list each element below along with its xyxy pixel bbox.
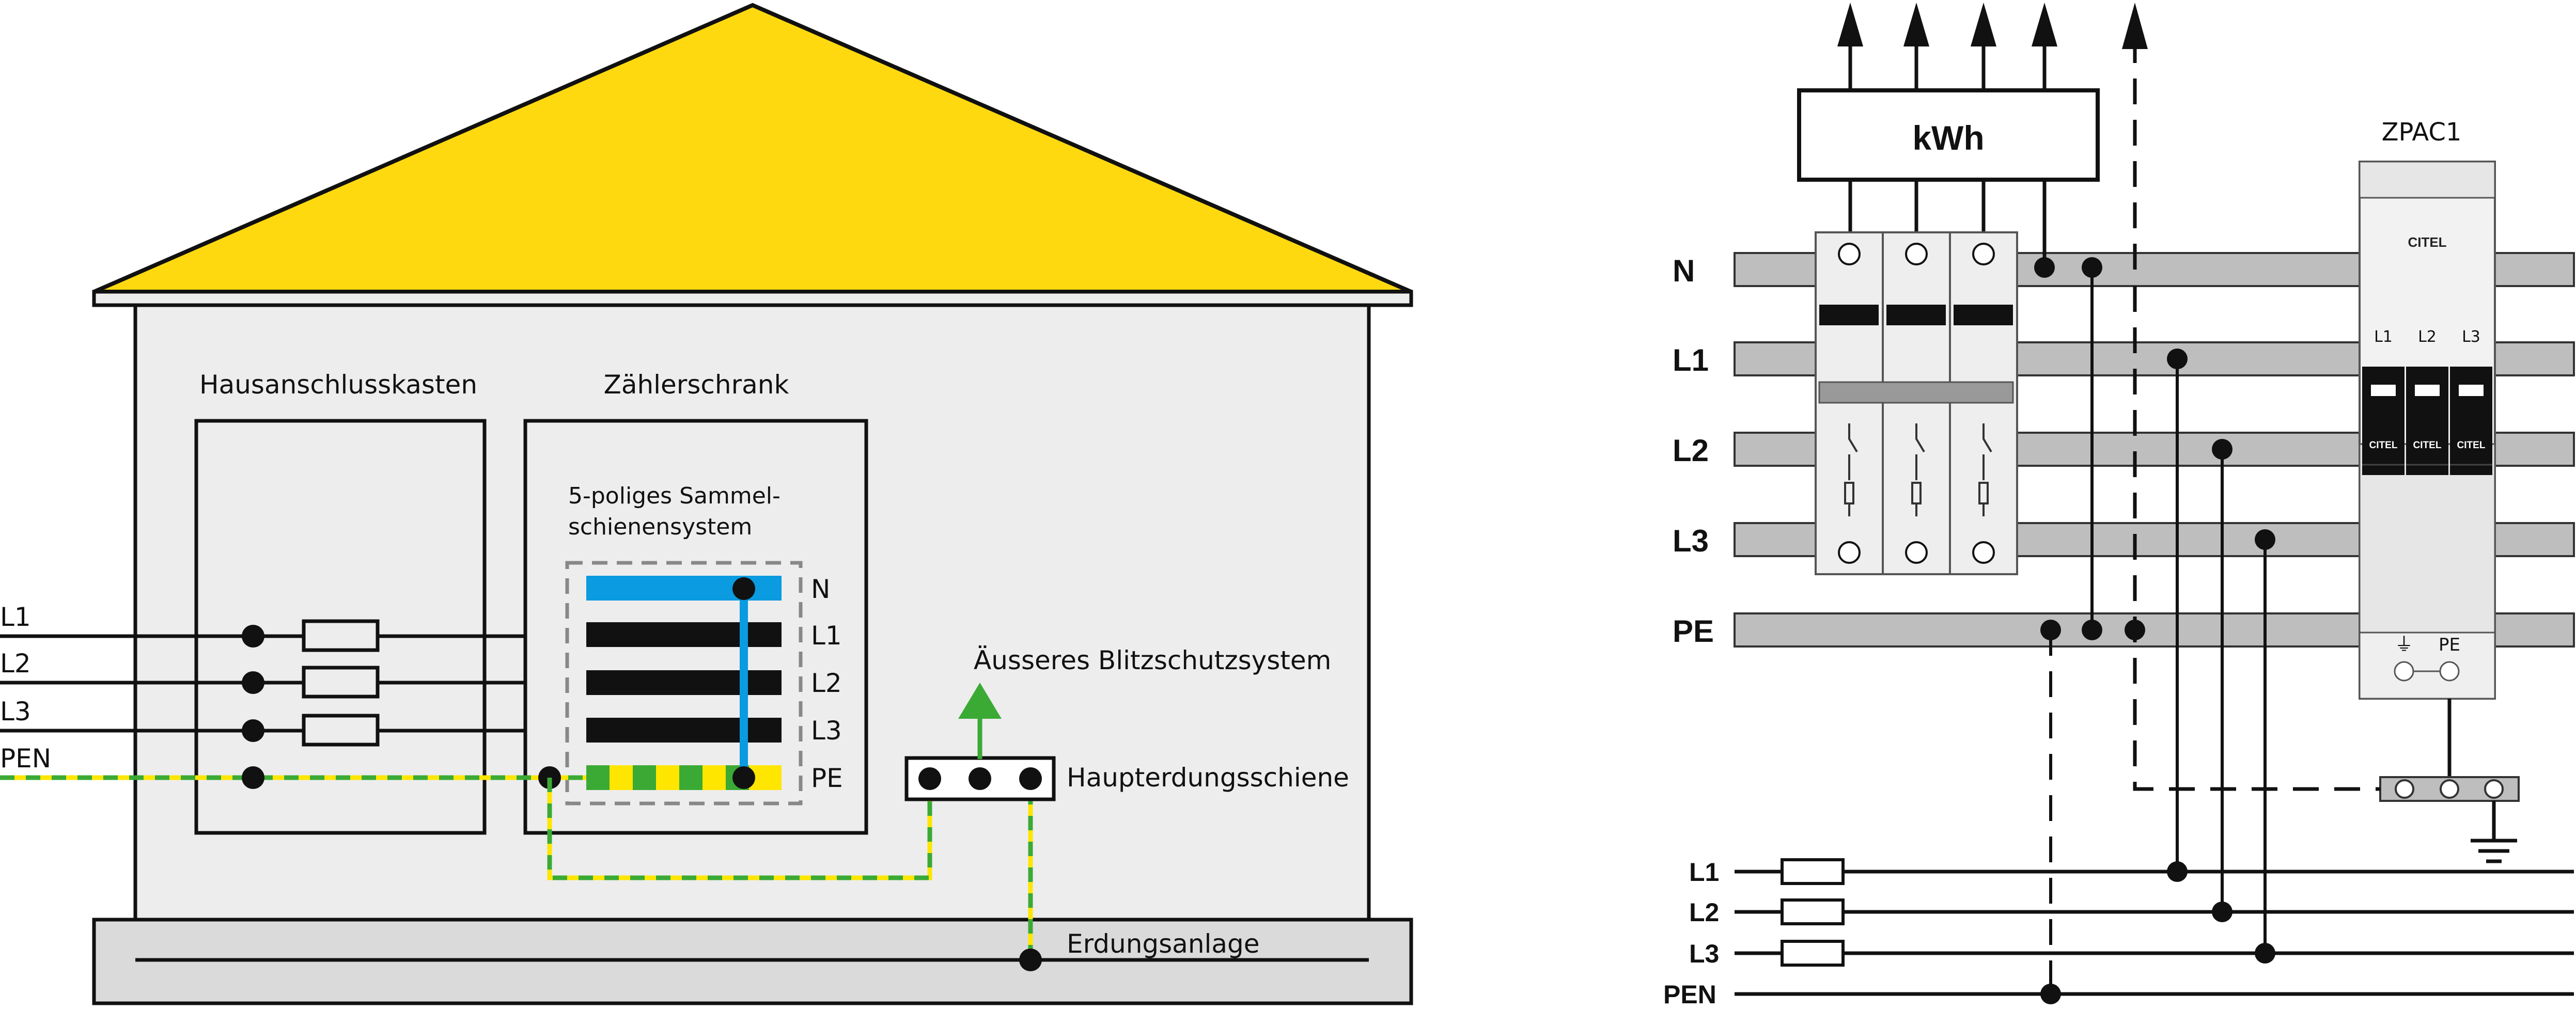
incoming-label-l3-right: L3 — [1689, 939, 1719, 968]
incoming-label-pen-right: PEN — [1663, 980, 1716, 1009]
spd-name: ZPAC1 — [2382, 118, 2462, 147]
arrow-up-icon — [2122, 3, 2148, 49]
fuse — [302, 666, 380, 699]
fuse — [302, 714, 380, 747]
busbar-system-label-1: 5-poliges Sammel- — [568, 483, 780, 509]
pe-conductor-to-earthing-bar — [547, 778, 932, 880]
left-diagram: Hausanschlusskasten Zählerschrank 5-poli… — [0, 3, 1413, 1005]
busbar-label-n: N — [811, 574, 830, 604]
terminal-screw-icon — [2440, 779, 2459, 799]
junction-dot — [732, 577, 755, 600]
arrow-up-icon — [1971, 3, 1996, 46]
house-roof — [93, 3, 1412, 294]
junction-dot — [1019, 949, 1042, 971]
house-connection-box-label: Hausanschlusskasten — [199, 370, 477, 400]
busbar-label-l3: L3 — [811, 716, 842, 746]
external-lps-label: Äusseres Blitzschutzsystem — [974, 645, 1331, 675]
incoming-label-l1-right: L1 — [1689, 858, 1719, 887]
spd-module-label: CITEL — [2369, 440, 2398, 451]
junction-dot — [242, 625, 264, 648]
terminal-screw-icon — [2395, 779, 2414, 799]
busbar-label-l2: L2 — [811, 668, 842, 698]
junction-dot — [2040, 984, 2061, 1004]
spd-pole-label-l3: L3 — [2462, 328, 2480, 346]
busbar-label-n-right: N — [1673, 254, 1695, 288]
junction-dot — [2167, 861, 2188, 882]
spd-brand-logo: CITEL — [2408, 234, 2446, 250]
spd-device — [2359, 161, 2496, 700]
energy-meter-label: kWh — [1912, 119, 1984, 157]
fuse — [1781, 858, 1845, 885]
junction-dot — [2040, 620, 2061, 640]
incoming-label-l2-right: L2 — [1689, 898, 1719, 927]
junction-dot — [2082, 257, 2102, 278]
busbar-enclosure — [565, 561, 803, 806]
terminal-screw-icon — [2484, 779, 2504, 799]
busbar-label-pe-right: PE — [1673, 614, 1714, 649]
busbar-l3 — [586, 718, 782, 743]
arrow-up-icon — [1837, 3, 1863, 46]
ground-symbol-icon — [2471, 839, 2517, 863]
busbar-label-l1-right: L1 — [1673, 343, 1709, 377]
junction-dot — [242, 766, 264, 789]
main-switch-device — [1815, 231, 2018, 575]
dashed-pe-route — [2133, 286, 2380, 791]
incoming-label-l2: L2 — [0, 649, 31, 678]
junction-dot — [2125, 620, 2145, 640]
incoming-label-l1: L1 — [0, 602, 31, 632]
junction-dot — [2034, 257, 2055, 278]
incoming-label-l3: L3 — [0, 697, 31, 727]
arrow-up-icon — [1903, 3, 1929, 46]
busbar-label-l1: L1 — [811, 621, 842, 651]
spd-module-label: CITEL — [2413, 440, 2442, 451]
junction-dot — [969, 767, 991, 790]
busbar-label-l3-right: L3 — [1673, 524, 1709, 558]
spd-earth-symbol-icon: ⏚ — [2395, 634, 2413, 655]
external-lps-arrow-icon — [958, 683, 1002, 719]
main-earthing-bar-label: Haupterdungsschiene — [1067, 763, 1349, 793]
meter-cabinet-label: Zählerschrank — [604, 370, 789, 400]
fuse — [1781, 940, 1845, 967]
junction-dot — [242, 671, 264, 694]
busbar-l1 — [586, 622, 782, 647]
right-diagram: N L1 L2 L3 PE kWh — [1663, 3, 2575, 1009]
fuse — [302, 619, 380, 652]
junction-dot — [2082, 620, 2102, 640]
spd-pe-label: PE — [2439, 635, 2460, 655]
junction-dot — [242, 719, 264, 742]
fuse — [1781, 898, 1845, 925]
arrow-up-icon — [2032, 3, 2057, 46]
busbar-l2 — [586, 670, 782, 695]
spd-module-label: CITEL — [2457, 440, 2486, 451]
roof-eave — [92, 290, 1413, 307]
junction-dot — [1019, 767, 1042, 790]
junction-dot — [2255, 943, 2275, 964]
junction-dot — [732, 766, 755, 789]
spd-pole-label-l2: L2 — [2418, 328, 2437, 346]
earthing-system-label: Erdungsanlage — [1067, 929, 1260, 959]
junction-dot — [2167, 349, 2188, 369]
spd-pole-label-l1: L1 — [2374, 328, 2393, 346]
energy-meter — [1797, 88, 2100, 182]
incoming-label-pen: PEN — [0, 744, 51, 774]
busbar-label-pe: PE — [811, 763, 843, 793]
junction-dot — [2212, 902, 2232, 922]
busbar-system-label-2: schienensystem — [568, 514, 752, 540]
junction-dot — [918, 767, 941, 790]
junction-dot — [2255, 529, 2275, 550]
junction-dot — [2212, 439, 2232, 460]
busbar-label-l2-right: L2 — [1673, 433, 1709, 468]
